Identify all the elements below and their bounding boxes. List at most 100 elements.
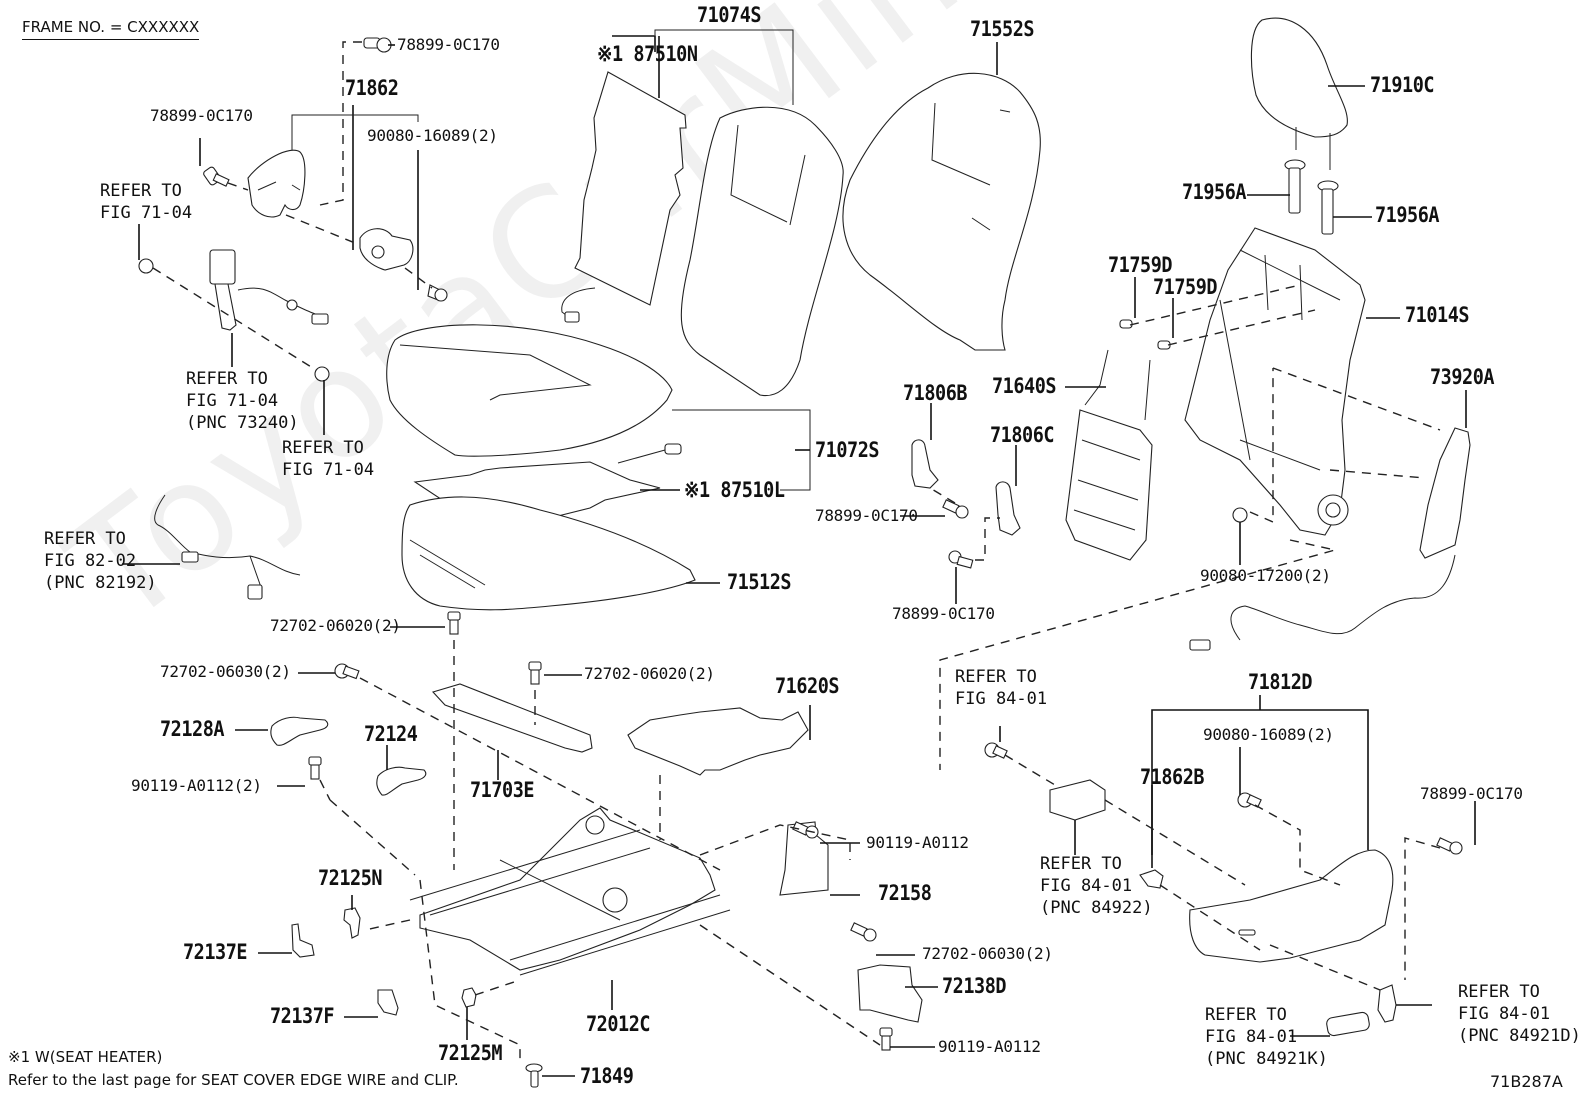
part-label-71014S[interactable]: 71014S xyxy=(1405,303,1470,327)
clip-72125M xyxy=(461,987,477,1008)
part-label-71956A-2[interactable]: 71956A xyxy=(1375,203,1440,227)
ref-fig-71-04-b[interactable]: REFER TO FIG 71-04 xyxy=(282,438,375,480)
seatback-pad-71074S xyxy=(680,106,844,397)
lumbar-support-71640S xyxy=(1065,409,1153,561)
part-label-78899-0C170-right[interactable]: 78899-0C170 xyxy=(1420,784,1523,803)
part-label-90080-16089-top[interactable]: 90080-16089(2) xyxy=(367,126,498,145)
part-label-90119-A0112-a[interactable]: 90119-A0112 xyxy=(866,833,969,852)
assembly-dashed-lines xyxy=(152,41,1441,1060)
headrest-guide-71956A-1 xyxy=(1284,159,1306,214)
part-label-72012C[interactable]: 72012C xyxy=(586,1012,651,1036)
seat-wire-harness xyxy=(154,494,301,591)
part-label-71072S[interactable]: 71072S xyxy=(815,438,880,462)
ref-fig-84-01-a[interactable]: REFER TO FIG 84-01 xyxy=(955,667,1048,709)
part-label-71806B[interactable]: 71806B xyxy=(903,381,968,405)
seat-adjuster-72012C xyxy=(419,807,716,971)
part-label-71812D[interactable]: 71812D xyxy=(1248,670,1313,694)
seat-side-shield-71812D xyxy=(1189,849,1394,963)
nut-90080-17200 xyxy=(1232,507,1248,523)
screw-90080-16089-right xyxy=(1237,792,1262,808)
part-label-72128A[interactable]: 72128A xyxy=(160,717,225,741)
part-label-72702-06030-b[interactable]: 72702-06030(2) xyxy=(922,944,1053,963)
bracket-72158 xyxy=(779,821,829,896)
ref-fig-71-04-a[interactable]: REFER TO FIG 71-04 xyxy=(100,181,193,223)
footnote-seat-heater: ※1 W(SEAT HEATER) xyxy=(8,1048,163,1066)
nut-left xyxy=(138,258,154,274)
screw-90119-A0112-b xyxy=(879,1027,893,1051)
ref-fig-71-04-pnc-73240[interactable]: REFER TO FIG 71-04 (PNC 73240) xyxy=(186,369,299,433)
part-label-71956A-1[interactable]: 71956A xyxy=(1182,180,1247,204)
part-label-78899-0C170-mid2[interactable]: 78899-0C170 xyxy=(892,604,995,623)
part-label-72124[interactable]: 72124 xyxy=(364,722,418,746)
bolt-72702-06030-b xyxy=(850,922,877,942)
part-label-78899-0C170-left[interactable]: 78899-0C170 xyxy=(150,106,253,125)
part-label-71862B[interactable]: 71862B xyxy=(1140,765,1205,789)
part-label-71703E[interactable]: 71703E xyxy=(470,778,535,802)
pin-71849 xyxy=(525,1063,543,1088)
part-label-90080-16089-right[interactable]: 90080-16089(2) xyxy=(1203,725,1334,744)
seatback-frame-71014S xyxy=(1184,227,1366,536)
footnote-edge-wire: Refer to the last page for SEAT COVER ED… xyxy=(8,1071,459,1089)
part-label-73920A[interactable]: 73920A xyxy=(1430,365,1495,389)
part-label-90119-A0112-b[interactable]: 90119-A0112 xyxy=(938,1037,1041,1056)
seatback-cover-71552S xyxy=(842,72,1041,351)
part-label-71849[interactable]: 71849 xyxy=(580,1064,634,1088)
bolt-78899-left xyxy=(203,166,230,187)
ref-fig-82-02-pnc-82192[interactable]: REFER TO FIG 82-02 (PNC 82192) xyxy=(44,529,157,593)
part-label-72158[interactable]: 72158 xyxy=(878,881,932,905)
side-cover-72124 xyxy=(376,766,427,796)
clip-71759D-1 xyxy=(1119,319,1133,329)
figure-id: 71B287A xyxy=(1490,1072,1563,1091)
part-label-72137E[interactable]: 72137E xyxy=(183,940,248,964)
headrest-71910C xyxy=(1250,17,1348,138)
bolt-refer-fig-84-01 xyxy=(984,742,1008,759)
part-label-71620S[interactable]: 71620S xyxy=(775,674,840,698)
knob-84921K xyxy=(1326,1011,1370,1037)
cover-72137E xyxy=(291,923,315,958)
ref-fig-84-01-pnc-84922[interactable]: REFER TO FIG 84-01 (PNC 84922) xyxy=(1040,854,1153,918)
ref-fig-84-01-pnc-84921D[interactable]: REFER TO FIG 84-01 (PNC 84921D) xyxy=(1458,982,1581,1046)
side-cover-72128A xyxy=(270,716,329,746)
part-label-71640S[interactable]: 71640S xyxy=(992,374,1057,398)
cushion-spring-assembly-71620S xyxy=(627,707,809,776)
part-label-71552S[interactable]: 71552S xyxy=(970,17,1035,41)
knob-84921D xyxy=(1377,984,1397,1023)
part-label-78899-0C170-top[interactable]: 78899-0C170 xyxy=(397,35,500,54)
bolt-72702-06020-b xyxy=(528,661,542,685)
part-label-78899-0C170-mid[interactable]: 78899-0C170 xyxy=(815,506,918,525)
part-label-72702-06020-a[interactable]: 72702-06020(2) xyxy=(270,616,401,635)
seatback-heater-87510N xyxy=(574,71,687,306)
cover-72137F xyxy=(377,989,399,1016)
part-label-87510L[interactable]: ※1 87510L xyxy=(684,478,785,502)
seat-cushion-cover-71512S xyxy=(401,496,696,611)
seat-belt-anchor-cover xyxy=(247,149,306,218)
frame-number: FRAME NO. = CXXXXXX xyxy=(22,18,200,40)
bolt-78899-top xyxy=(363,37,392,53)
part-label-71759D-1[interactable]: 71759D xyxy=(1108,253,1173,277)
part-label-71074S[interactable]: 71074S xyxy=(697,3,762,27)
cushion-frame-cover-71703E xyxy=(431,683,593,753)
part-label-90119-A0112-2[interactable]: 90119-A0112(2) xyxy=(131,776,262,795)
part-label-71806C[interactable]: 71806C xyxy=(990,423,1055,447)
clip-71862B xyxy=(1139,869,1164,889)
part-label-71862[interactable]: 71862 xyxy=(345,76,399,100)
cover-72138D xyxy=(857,964,923,1023)
part-label-87510N[interactable]: ※1 87510N xyxy=(597,42,698,66)
part-label-71910C[interactable]: 71910C xyxy=(1370,73,1435,97)
part-label-72125M[interactable]: 72125M xyxy=(438,1041,503,1065)
part-label-71512S[interactable]: 71512S xyxy=(727,570,792,594)
part-label-72702-06030-a[interactable]: 72702-06030(2) xyxy=(160,662,291,681)
part-label-72125N[interactable]: 72125N xyxy=(318,866,383,890)
part-label-72702-06020-b[interactable]: 72702-06020(2) xyxy=(584,664,715,683)
part-label-72138D[interactable]: 72138D xyxy=(942,974,1007,998)
ref-fig-84-01-pnc-84921K[interactable]: REFER TO FIG 84-01 (PNC 84921K) xyxy=(1205,1005,1328,1069)
part-label-71759D-2[interactable]: 71759D xyxy=(1153,275,1218,299)
part-label-72137F[interactable]: 72137F xyxy=(270,1004,335,1028)
screw-90080-16089-top xyxy=(427,284,448,302)
lumbar-mount-bracket-71862 xyxy=(359,228,414,271)
cable-clip-71806C xyxy=(995,481,1021,536)
part-label-90080-17200[interactable]: 90080-17200(2) xyxy=(1200,566,1331,585)
screw-90119-A0112-a xyxy=(792,821,819,839)
